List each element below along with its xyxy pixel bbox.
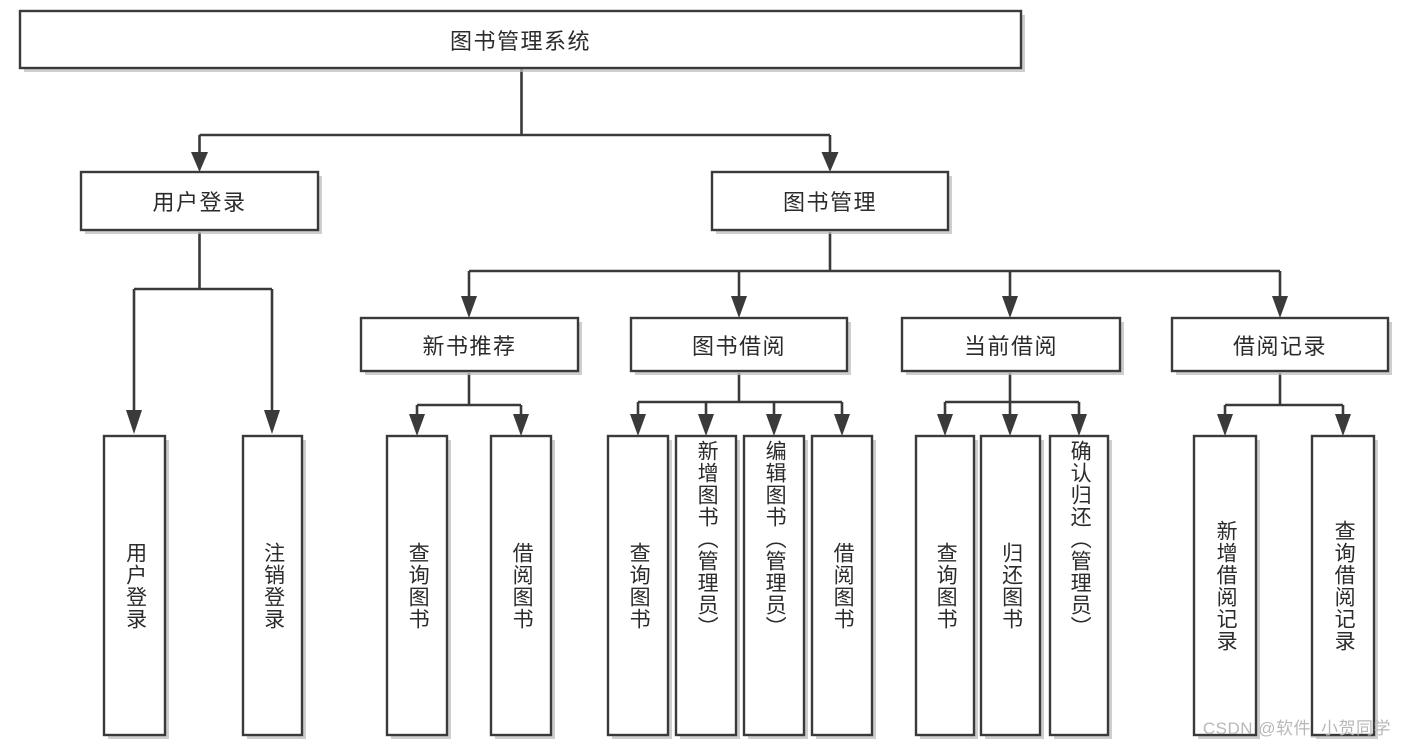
arrowhead-leaf-add-record [1217,414,1233,436]
arrowhead-leaf-query-book-1 [409,414,425,436]
node-box-leaf-borrow-book-2[interactable] [810,434,874,737]
arrowhead-book-mgmt [821,152,839,172]
node-box-leaf-confirm-return[interactable] [1048,434,1110,737]
node-box-leaf-query-book-1[interactable] [385,434,449,737]
arrowhead-current-borrow [1002,296,1018,318]
arrowhead-leaf-query-book-3 [937,414,953,436]
node-box-leaf-query-book-3[interactable] [914,434,976,737]
node-box-borrow-record[interactable] [1170,316,1390,373]
arrowhead-leaf-logout-login [264,410,280,434]
arrowhead-leaf-borrow-book-2 [834,414,850,436]
node-box-leaf-query-record[interactable] [1310,434,1376,737]
arrowhead-new-book-recommend [461,296,477,318]
node-box-root[interactable] [18,9,1023,70]
arrowhead-leaf-user-login [126,410,142,434]
arrowhead-borrow-record [1272,296,1288,318]
arrowhead-leaf-borrow-book-1 [513,414,529,436]
node-box-leaf-query-book-2[interactable] [606,434,670,737]
node-box-layer [18,9,1392,739]
node-box-leaf-add-book[interactable] [674,434,738,737]
node-box-leaf-logout-login[interactable] [241,434,304,737]
connector-layer [126,69,1351,436]
node-box-book-management[interactable] [710,170,950,232]
node-box-user-login[interactable] [79,170,320,232]
arrowhead-user-login [191,152,208,172]
node-box-leaf-user-login[interactable] [102,434,167,737]
node-box-leaf-borrow-book-1[interactable] [489,434,553,737]
node-box-book-borrow[interactable] [629,316,849,373]
arrowhead-leaf-edit-book [766,414,782,436]
node-box-leaf-add-record[interactable] [1192,434,1258,737]
node-box-leaf-edit-book[interactable] [742,434,806,737]
node-box-leaf-return-book[interactable] [979,434,1042,737]
arrowhead-leaf-return-book [1002,414,1018,436]
arrowhead-leaf-query-book-2 [630,414,646,436]
node-box-current-borrow[interactable] [900,316,1122,373]
arrowhead-leaf-add-book [698,414,714,436]
arrowhead-book-borrow [731,296,747,318]
arrowhead-leaf-query-record [1335,414,1351,436]
node-box-new-book-recommend[interactable] [359,316,580,373]
arrowhead-leaf-confirm-return [1071,414,1087,436]
